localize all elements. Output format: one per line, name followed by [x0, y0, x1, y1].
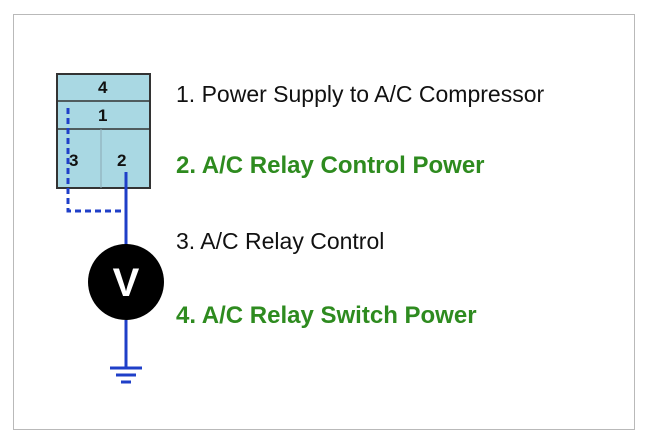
- meter-letter: V: [113, 261, 140, 305]
- legend-item-2: 2. A/C Relay Control Power: [176, 152, 485, 179]
- legend-item-1: 1. Power Supply to A/C Compressor: [176, 81, 545, 107]
- pin-label-1: 1: [98, 106, 107, 125]
- connector-body: [56, 73, 151, 189]
- pin-label-3: 3: [69, 151, 78, 170]
- pin-label-4: 4: [98, 78, 108, 97]
- probe-lead-dashed: [66, 108, 126, 213]
- voltmeter-icon: V: [88, 244, 164, 320]
- ground-symbol-icon: [110, 366, 142, 384]
- connector: 4 1 3 2: [56, 73, 151, 189]
- legend-item-4: 4. A/C Relay Switch Power: [176, 302, 477, 329]
- legend-item-3: 3. A/C Relay Control: [176, 228, 385, 254]
- pin-label-2: 2: [117, 151, 126, 170]
